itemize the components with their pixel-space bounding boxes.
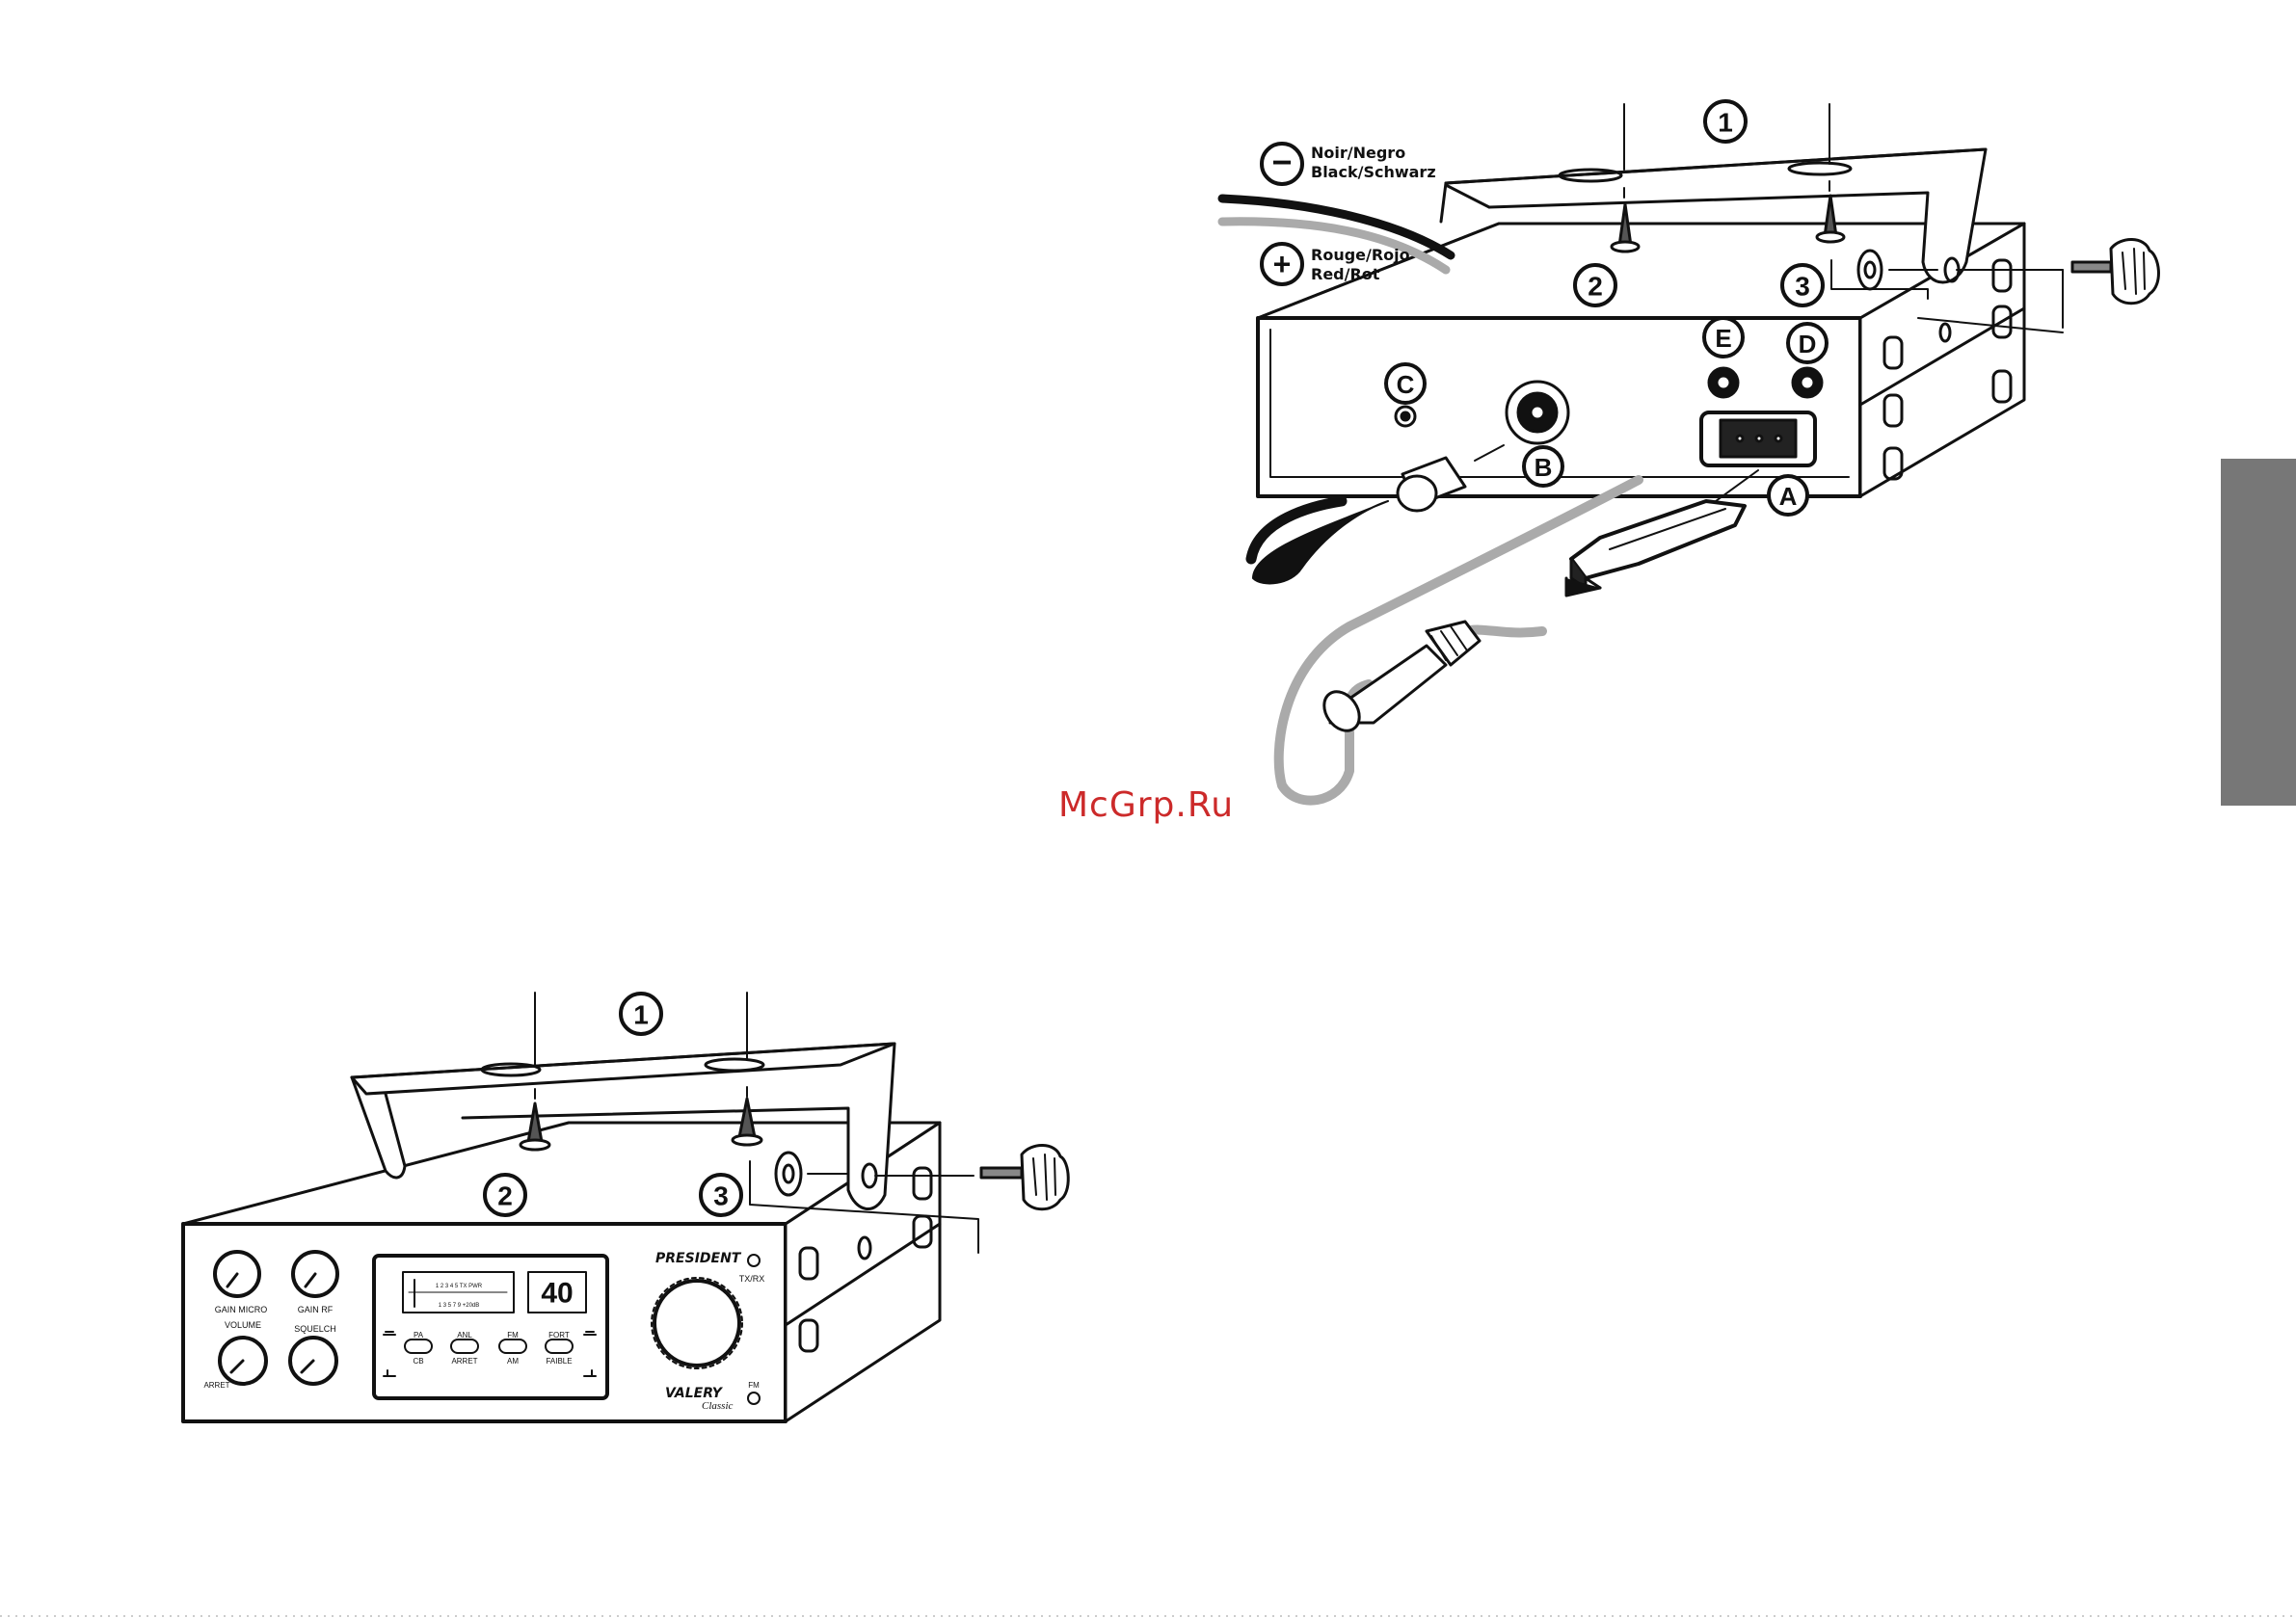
arret-label: ARRET — [203, 1381, 229, 1390]
washer-icon — [1858, 251, 1882, 289]
callout-3-bottom: 3 — [713, 1181, 729, 1211]
callout-2-bottom: 2 — [497, 1181, 513, 1211]
gain-micro-label: GAIN MICRO — [215, 1305, 268, 1314]
squelch-label: SQUELCH — [294, 1324, 336, 1334]
fm-led-label: FM — [748, 1381, 760, 1390]
model-name: VALERY — [665, 1386, 724, 1401]
minus-symbol: − — [1271, 143, 1292, 182]
fort-faible-button[interactable] — [546, 1339, 573, 1353]
txrx-label: TX/RX — [739, 1274, 765, 1284]
fm-led-icon — [748, 1393, 760, 1404]
arret-button-label: ARRET — [451, 1357, 477, 1366]
label-e: E — [1715, 324, 1731, 353]
pa-label: PA — [414, 1331, 424, 1339]
anl-label: ANL — [457, 1331, 472, 1339]
model-sub: Classic — [702, 1400, 734, 1412]
gain-rf-label: GAIN RF — [298, 1305, 334, 1314]
wire-black-label-1: Noir/Negro — [1311, 144, 1405, 162]
screw-thread-icon — [2072, 262, 2111, 272]
label-c: C — [1397, 370, 1415, 399]
fm-label: FM — [507, 1331, 519, 1339]
channel-selector-knob[interactable] — [654, 1281, 739, 1366]
stud-icon — [1825, 196, 1836, 236]
cb-label: CB — [413, 1357, 423, 1366]
wire-red-label-2: Red/Rot — [1311, 265, 1380, 283]
meter-scale-bottom: 1 3 5 7 9 +20dB — [439, 1303, 480, 1309]
label-a: A — [1779, 482, 1798, 511]
label-b: B — [1535, 453, 1553, 482]
faible-label: FAIBLE — [546, 1357, 572, 1366]
callout-2: 2 — [1588, 272, 1603, 302]
callout-1-bottom: 1 — [633, 1000, 649, 1030]
callout-1: 1 — [1718, 108, 1733, 138]
label-d: D — [1799, 330, 1817, 358]
bottom-diagram — [183, 993, 1068, 1421]
meter-scale-top: 1 2 3 4 5 TX PWR — [436, 1284, 483, 1289]
wire-red-label-1: Rouge/Rojo — [1311, 246, 1410, 264]
wire-black-label-2: Black/Schwarz — [1311, 163, 1436, 181]
stud-icon — [1619, 204, 1631, 246]
fort-label: FORT — [548, 1331, 570, 1339]
channel-number: 40 — [541, 1278, 573, 1310]
anl-button[interactable] — [451, 1339, 478, 1353]
power-plug-icon — [1571, 501, 1745, 578]
callout-3: 3 — [1795, 272, 1810, 302]
txrx-led-icon — [748, 1255, 760, 1266]
pa-cb-button[interactable] — [405, 1339, 432, 1353]
brand-logo: PRESIDENT — [655, 1251, 742, 1266]
am-label: AM — [507, 1357, 519, 1366]
plus-symbol: + — [1273, 247, 1292, 281]
fm-am-button[interactable] — [499, 1339, 526, 1353]
top-diagram — [1222, 101, 2158, 801]
washer-icon — [776, 1153, 801, 1195]
volume-label: VOLUME — [225, 1320, 261, 1330]
